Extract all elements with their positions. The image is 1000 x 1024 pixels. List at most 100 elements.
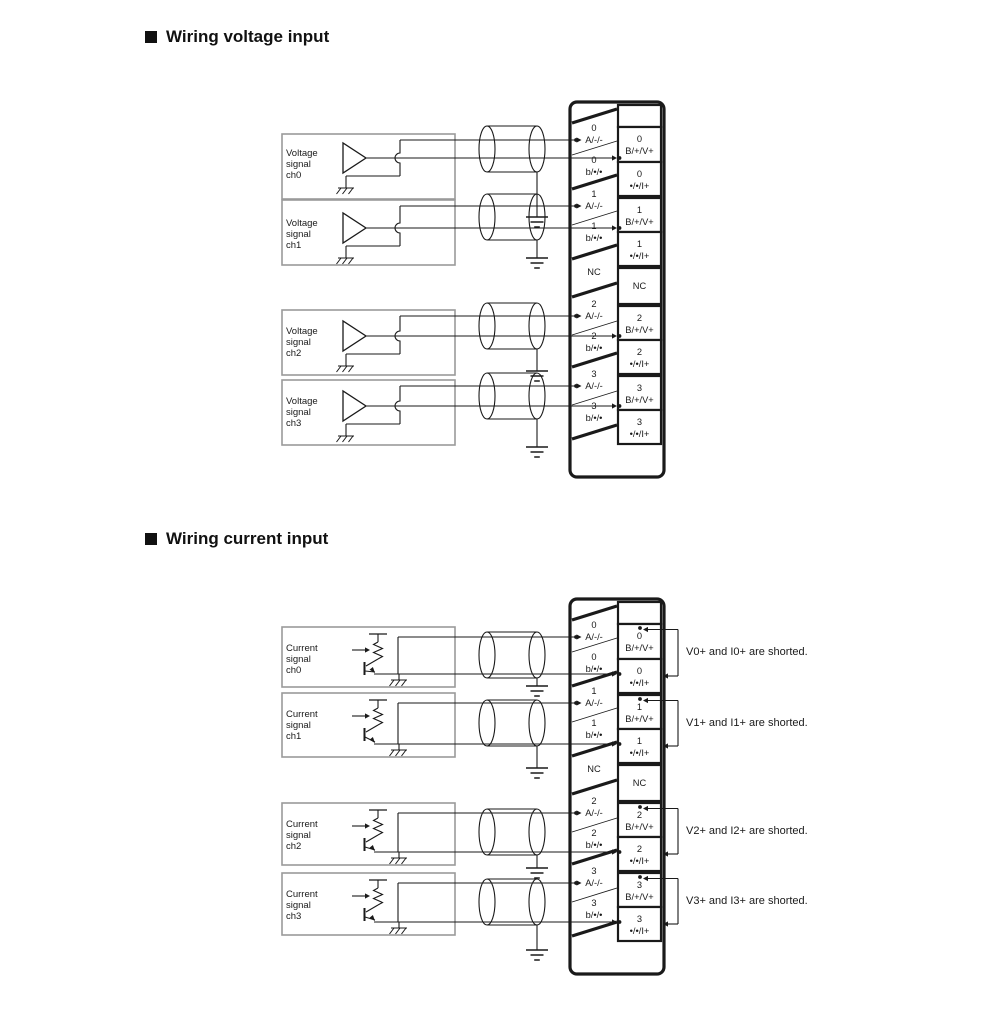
source-label-voltage-ch0: Voltage signal ch0 (286, 148, 318, 181)
arrowhead-icon (369, 737, 375, 743)
terminal-cell-number: 3 (637, 383, 642, 393)
terminal-block-current: 0B/+/V+0•/•/I+1B/+/V+1•/•/I+NC2B/+/V+2•/… (568, 597, 666, 976)
resistor-zigzag-icon (372, 707, 384, 726)
terminal-cell-number: 1 (637, 205, 642, 215)
transistor-collector (365, 834, 379, 843)
source-label-line: Voltage (286, 218, 318, 229)
amplifier-triangle-icon (342, 211, 368, 245)
terminal-cell-label: A/-/- (585, 135, 603, 145)
terminal-cell-number: 0 (637, 666, 642, 676)
cable-end-ellipse (478, 631, 496, 679)
terminal-cell (616, 338, 663, 376)
ground-icon (401, 749, 407, 757)
current-channel-ch2 (281, 802, 679, 879)
cable-end-ellipse (478, 125, 496, 173)
arrowhead-icon (365, 893, 370, 899)
section-title-current: Wiring current input (166, 529, 329, 548)
current-source-symbol (352, 879, 387, 921)
terminal-cell-label: •/•/I+ (630, 251, 650, 261)
terminal-cell (616, 600, 663, 626)
terminal-cell-number: 0 (591, 155, 596, 165)
terminal-divider-thin (571, 210, 618, 226)
terminal-cell (616, 657, 663, 695)
terminal-cell (616, 835, 663, 873)
cable-end-ellipse (528, 699, 546, 747)
source-label-voltage-ch1: Voltage signal ch1 (286, 218, 318, 251)
section-title-voltage: Wiring voltage input (166, 27, 330, 46)
terminal-cell-label: A/-/- (585, 311, 603, 321)
connection-dot (617, 742, 622, 746)
terminal-cell-label: B/+/V+ (625, 217, 653, 227)
terminal-divider-thin (571, 390, 618, 406)
terminal-cell-label: •/•/I+ (630, 359, 650, 369)
source-label-line: signal (286, 830, 311, 841)
signal-source-box (281, 626, 456, 688)
wire-hop (394, 206, 401, 246)
source-label-voltage-ch2: Voltage signal ch2 (286, 326, 318, 359)
terminal-cell-number: 0 (637, 631, 642, 641)
ground-icon (336, 365, 342, 373)
ground-icon (336, 187, 342, 195)
connection-dot (638, 697, 642, 701)
ground-icon (395, 927, 401, 935)
source-label-line: Current (286, 709, 318, 720)
cable-end-ellipse (478, 302, 496, 350)
terminal-cell-number: 0 (591, 620, 596, 630)
transistor-collector (365, 658, 379, 667)
terminal-cell-number: 3 (591, 866, 596, 876)
terminal-cell-number: 2 (591, 828, 596, 838)
source-label-line: ch0 (286, 665, 302, 676)
ground-icon (389, 679, 395, 687)
amplifier-triangle-icon (342, 389, 368, 423)
section-heading-voltage: Wiring voltage input (145, 27, 329, 47)
arrowhead-icon (663, 851, 668, 857)
connection-dot (617, 850, 622, 854)
resistor-zigzag-icon (372, 641, 384, 660)
terminal-divider-thick (571, 107, 618, 125)
ground-icon (348, 187, 354, 195)
terminal-cell-number: 1 (591, 189, 596, 199)
shorted-note-ch3: V3+ and I3+ are shorted. (686, 895, 808, 907)
shielded-cable (478, 699, 548, 779)
ground-icon (342, 435, 348, 443)
connection-dot (617, 334, 622, 338)
terminal-divider-thick (571, 604, 618, 622)
arrowhead-icon (576, 810, 582, 816)
ground-icon (342, 365, 348, 373)
terminal-cell-label: A/-/- (585, 698, 603, 708)
arrowhead-icon (576, 634, 582, 640)
terminal-cell-label: B/+/V+ (625, 325, 653, 335)
terminal-cell-label: NC (587, 764, 601, 774)
arrowhead-icon (576, 383, 582, 389)
terminal-divider-thick (571, 778, 618, 796)
terminal-cell-number: 2 (637, 347, 642, 357)
arrowhead-icon (369, 915, 375, 921)
heading-bullet-icon (145, 533, 157, 545)
signal-source-box (281, 133, 456, 200)
terminal-cell-label: B/+/V+ (625, 146, 653, 156)
terminal-cell-label: B/+/V+ (625, 395, 653, 405)
terminal-cell-label: A/-/- (585, 878, 603, 888)
shorted-note-ch1: V1+ and I1+ are shorted. (686, 717, 808, 729)
cable-end-ellipse (528, 372, 546, 420)
wiring-diagram-voltage: 0B/+/V+0•/•/I+1B/+/V+1•/•/I+NC2B/+/V+2•/… (281, 100, 666, 479)
terminal-cell-number: 1 (637, 239, 642, 249)
source-label-line: ch1 (286, 731, 302, 742)
voltage-channel-ch1 (281, 193, 622, 269)
source-label-line: Current (286, 819, 318, 830)
source-label-line: signal (286, 900, 311, 911)
terminal-cell-label: NC (633, 281, 647, 291)
terminal-block-voltage: 0B/+/V+0•/•/I+1B/+/V+1•/•/I+NC2B/+/V+2•/… (568, 100, 666, 479)
short-bracket-ch0 (638, 626, 679, 679)
arrowhead-icon (369, 667, 375, 673)
ground-icon (336, 435, 342, 443)
connection-dot (638, 875, 642, 879)
transistor-collector (365, 904, 379, 913)
resistor-zigzag-icon (372, 817, 384, 836)
ground-icon (348, 435, 354, 443)
arrowhead-icon (612, 225, 617, 231)
cable-end-ellipse (478, 372, 496, 420)
terminal-cell-number: 0 (591, 652, 596, 662)
terminal-divider-thin (571, 887, 618, 903)
